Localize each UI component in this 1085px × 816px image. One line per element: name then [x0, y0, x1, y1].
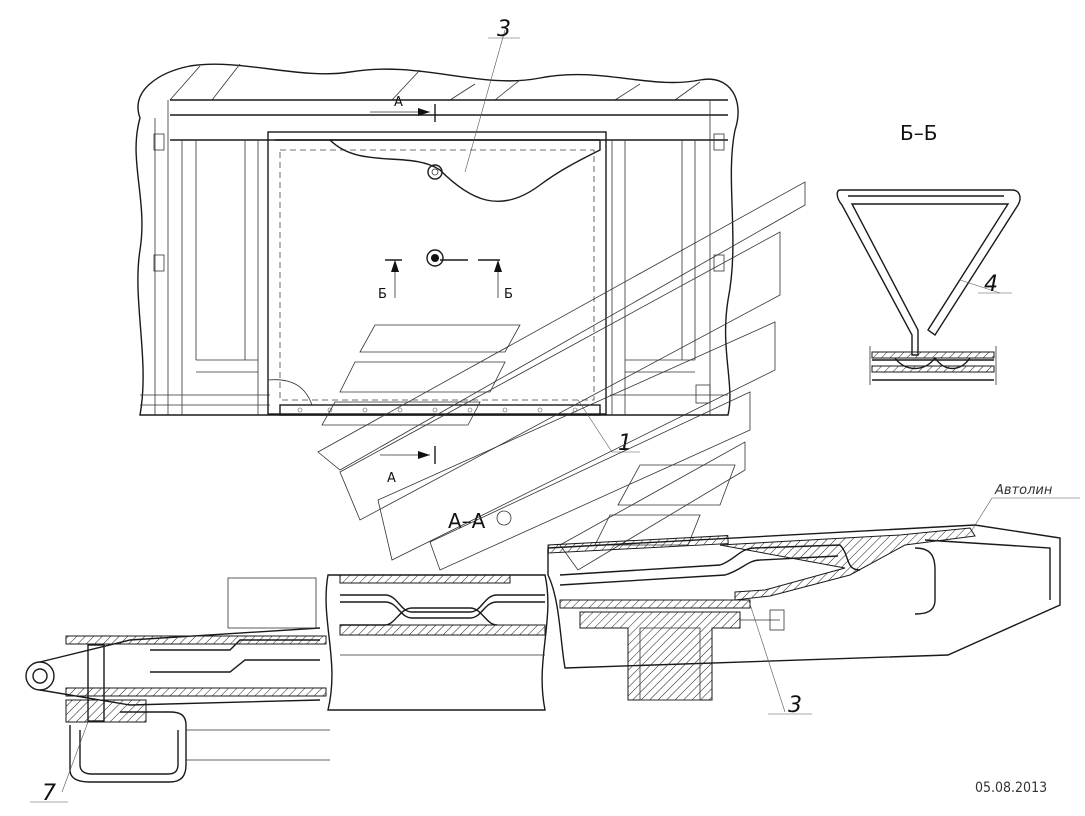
section-b-right-label: Б [504, 287, 513, 302]
hinge-rivets [297, 407, 578, 413]
section-a-top-label: А [394, 95, 403, 110]
callout-3-bottom: 3 [788, 693, 802, 718]
section-a-bottom-label: А [387, 471, 396, 486]
callout-7: 7 [42, 781, 56, 806]
fastener-icon [427, 164, 443, 180]
date-stamp: 05.08.2013 [975, 780, 1047, 796]
right-cover-segment: 3 Автолин [547, 483, 1080, 718]
hinge-assembly: 7 [25, 577, 330, 806]
material-note: Автолин [994, 483, 1053, 498]
callout-3-top: 3 [497, 17, 511, 42]
top-plan-view [135, 63, 739, 464]
lock-icon [426, 249, 444, 267]
section-b-b-view: Б–Б 4 [836, 121, 1021, 385]
detail-circle-icon [496, 510, 512, 526]
section-b-left-label: Б [378, 287, 387, 302]
middle-break-segment [325, 574, 549, 711]
callout-4: 4 [984, 272, 998, 297]
callout-1: 1 [618, 431, 632, 456]
view-b-b-title: Б–Б [900, 121, 937, 145]
